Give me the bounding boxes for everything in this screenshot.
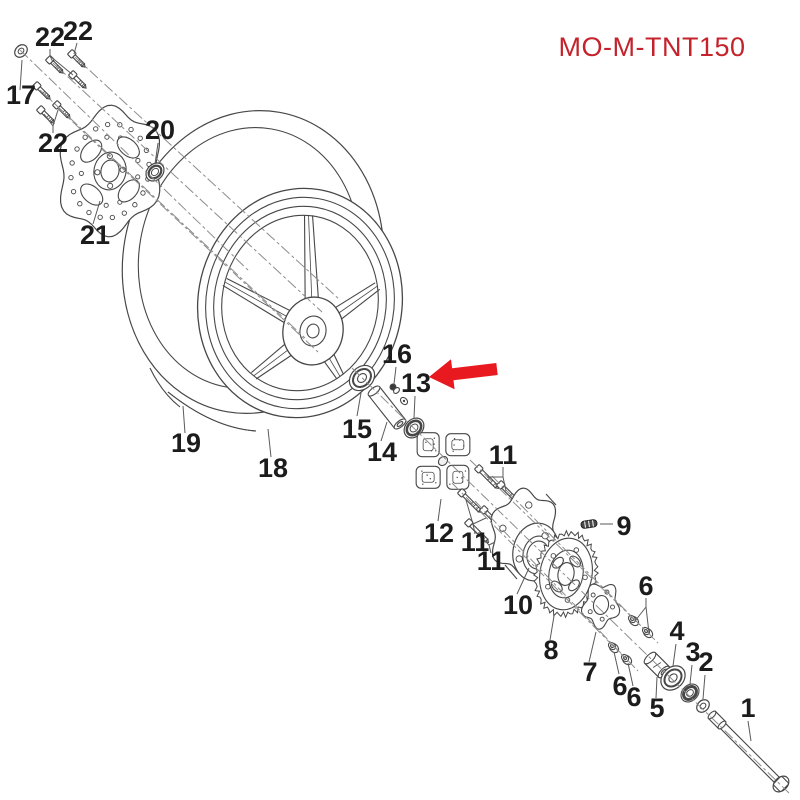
part-label-4: 4	[669, 616, 684, 646]
part-label-22: 22	[63, 16, 93, 46]
part-label-14: 14	[367, 437, 397, 467]
cush-drive-12	[416, 433, 470, 490]
part-label-8: 8	[543, 635, 558, 665]
washer-2	[694, 697, 712, 715]
part-label-17: 17	[6, 80, 36, 110]
part-label-2: 2	[698, 647, 713, 677]
spring-9	[581, 519, 598, 528]
part-label-22: 22	[35, 22, 65, 52]
part-label-6: 6	[638, 571, 653, 601]
part-label-19: 19	[171, 428, 201, 458]
highlight-arrow-icon	[429, 359, 498, 389]
part-label-1: 1	[740, 693, 755, 723]
part-label-13: 13	[401, 368, 431, 398]
part-label-18: 18	[258, 453, 288, 483]
part-label-5: 5	[649, 693, 664, 723]
part-label-20: 20	[145, 115, 175, 145]
part-label-21: 21	[80, 220, 110, 250]
part-label-6: 6	[626, 682, 641, 712]
part-label-22: 22	[38, 128, 68, 158]
part-label-11: 11	[477, 546, 506, 576]
part-label-10: 10	[503, 590, 533, 620]
part-label-12: 12	[424, 518, 454, 548]
part-label-9: 9	[616, 511, 631, 541]
part-label-16: 16	[382, 339, 412, 369]
part-label-6: 6	[612, 671, 627, 701]
document-code: MO-M-TNT150	[559, 32, 746, 62]
grease-fitting-16	[390, 384, 401, 395]
part-label-11: 11	[489, 440, 518, 470]
part-label-7: 7	[582, 657, 597, 687]
